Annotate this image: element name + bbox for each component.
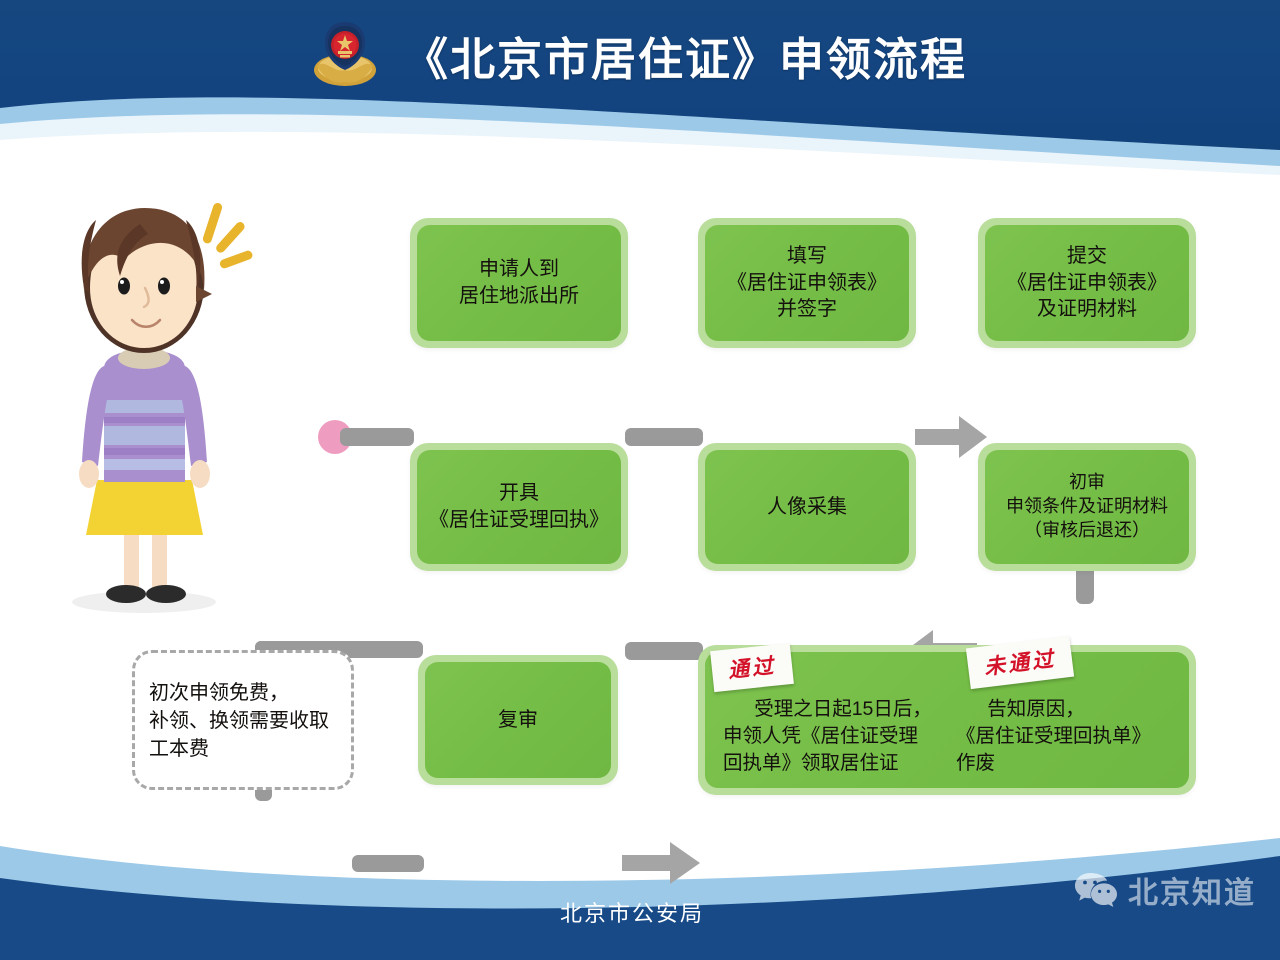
connector-n1-to-n2 — [625, 428, 703, 446]
flow-node-6[interactable]: 开具 《居住证受理回执》 — [410, 443, 628, 571]
result-fail-text: 告知原因， 《居住证受理回执单》 作废 — [956, 698, 1152, 774]
connector-n5-to-n6 — [625, 642, 703, 660]
watermark-text: 北京知道 — [1128, 877, 1256, 910]
flow-canvas: 申请人到 居住地派出所 填写 《居住证申领表》 并签字 提交 《居住证申领表》 … — [0, 150, 1280, 884]
flow-node-7[interactable]: 复审 — [418, 655, 618, 785]
wechat-watermark: 北京知道 — [1074, 868, 1256, 912]
title-row: 《北京市居住证》申领流程 — [0, 0, 1280, 110]
result-pass-text: 受理之日起15日后， 申领人凭《居住证受理 回执单》领取居住证 — [723, 698, 932, 774]
arrow-n2-to-n3 — [915, 416, 987, 458]
flow-node-7-label: 复审 — [425, 662, 611, 778]
page-title: 《北京市居住证》申领流程 — [402, 33, 967, 85]
police-badge-icon — [313, 18, 377, 92]
pass-tape-label: 通过 — [710, 642, 794, 693]
fee-note-box: 初次申领免费， 补领、换领需要收取 工本费 — [132, 650, 354, 790]
wechat-icon — [1074, 871, 1118, 909]
flow-node-2-label: 填写 《居住证申领表》 并签字 — [705, 225, 909, 341]
bottom-wave-decoration — [0, 838, 1280, 960]
arrow-n7-to-result — [622, 842, 700, 884]
flow-node-5[interactable]: 人像采集 — [698, 443, 916, 571]
flow-node-1[interactable]: 申请人到 居住地派出所 — [410, 218, 628, 348]
flow-node-3-label: 提交 《居住证申领表》 及证明材料 — [985, 225, 1189, 341]
flow-node-4[interactable]: 初审 申领条件及证明材料 （审核后退还） — [978, 443, 1196, 571]
applicant-illustration — [40, 190, 270, 620]
top-banner: 《北京市居住证》申领流程 — [0, 0, 1280, 175]
connector-note-to-n7 — [352, 855, 424, 872]
connector-start-to-n1 — [340, 428, 414, 446]
flow-node-6-label: 开具 《居住证受理回执》 — [417, 450, 621, 564]
flow-node-5-label: 人像采集 — [705, 450, 909, 564]
top-wave-decoration — [0, 97, 1280, 175]
flow-node-2[interactable]: 填写 《居住证申领表》 并签字 — [698, 218, 916, 348]
flow-node-3[interactable]: 提交 《居住证申领表》 及证明材料 — [978, 218, 1196, 348]
flow-node-1-label: 申请人到 居住地派出所 — [417, 225, 621, 341]
bottom-banner: 北京市公安局 北京知道 — [0, 800, 1280, 960]
spark-marks — [202, 202, 253, 269]
fee-note-text: 初次申领免费， 补领、换领需要收取 工本费 — [149, 682, 329, 760]
footer-organization: 北京市公安局 — [560, 901, 705, 926]
flow-node-4-label: 初审 申领条件及证明材料 （审核后退还） — [985, 450, 1189, 564]
